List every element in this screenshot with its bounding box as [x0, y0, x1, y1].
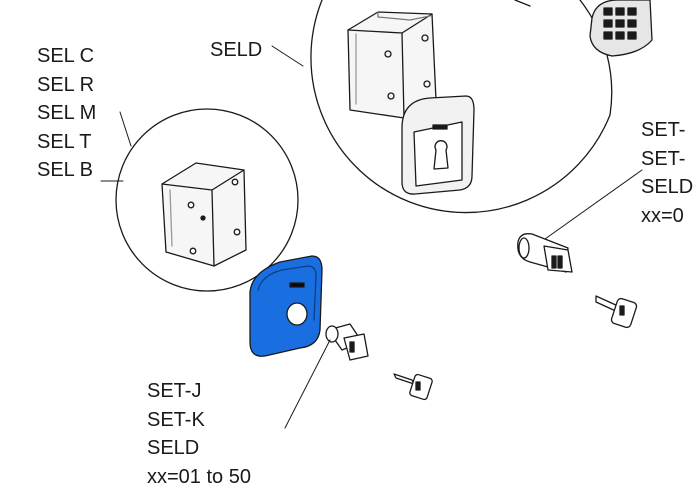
label-right-1: SET-	[641, 119, 686, 141]
label-set-j: SET-J	[147, 380, 202, 402]
label-seld-bottom: SELD	[147, 437, 200, 459]
label-right-4: xx=0	[641, 204, 684, 227]
key-small	[393, 373, 433, 401]
cylinder-right	[517, 169, 643, 273]
label-group-right: SET- SET- SELD xx=0	[641, 116, 693, 230]
label-sel-r: SEL R	[37, 73, 95, 96]
detail-circle-seld	[310, 0, 613, 214]
cover-plate-seld	[401, 95, 475, 195]
detail-circle-sel	[115, 108, 299, 292]
leader-sel-left	[119, 111, 132, 147]
label-seld-top: SELD	[210, 39, 263, 61]
label-right-2: SET-	[641, 147, 686, 170]
label-range: xx=01 to 50	[147, 465, 251, 488]
label-sel-m: SEL M	[37, 102, 97, 124]
highlighted-cover-plate	[249, 255, 323, 357]
keypad-module	[514, 0, 653, 57]
lock-box-sel	[161, 162, 247, 267]
label-set-k: SET-K	[147, 408, 205, 431]
label-sel-c: SEL C	[37, 45, 95, 67]
key-right	[595, 295, 638, 329]
label-sel-t: SEL T	[37, 130, 92, 153]
label-group-bottom: SET-J SET-K SELD xx=01 to 50	[147, 377, 251, 491]
lock-box-seld	[347, 11, 437, 119]
label-sel-b: SEL B	[37, 159, 93, 181]
label-right-3: SELD	[641, 176, 694, 198]
cylinder-small	[284, 323, 369, 429]
leader-seld-top	[271, 45, 304, 67]
label-group-sel: SEL C SEL R SEL M SEL T SEL B	[37, 42, 96, 185]
